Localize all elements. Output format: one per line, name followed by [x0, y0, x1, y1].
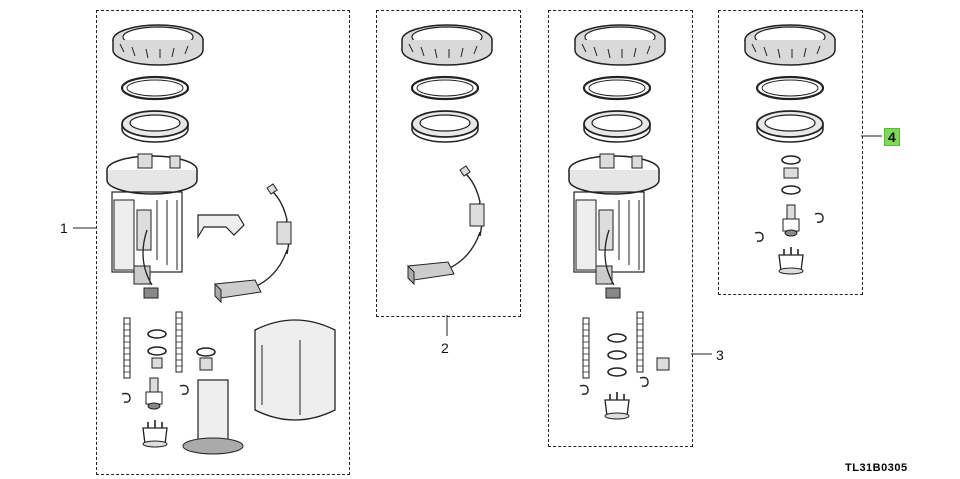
callout-3[interactable]: 3 [716, 347, 724, 363]
assembly-box-4 [718, 10, 863, 295]
callout-4[interactable]: 4 [884, 128, 900, 146]
diagram-code: TL31B0305 [845, 462, 908, 474]
assembly-box-1 [96, 10, 350, 475]
callout-2[interactable]: 2 [441, 340, 449, 356]
assembly-box-2 [376, 10, 521, 317]
assembly-box-3 [548, 10, 693, 447]
callout-1[interactable]: 1 [60, 220, 68, 236]
